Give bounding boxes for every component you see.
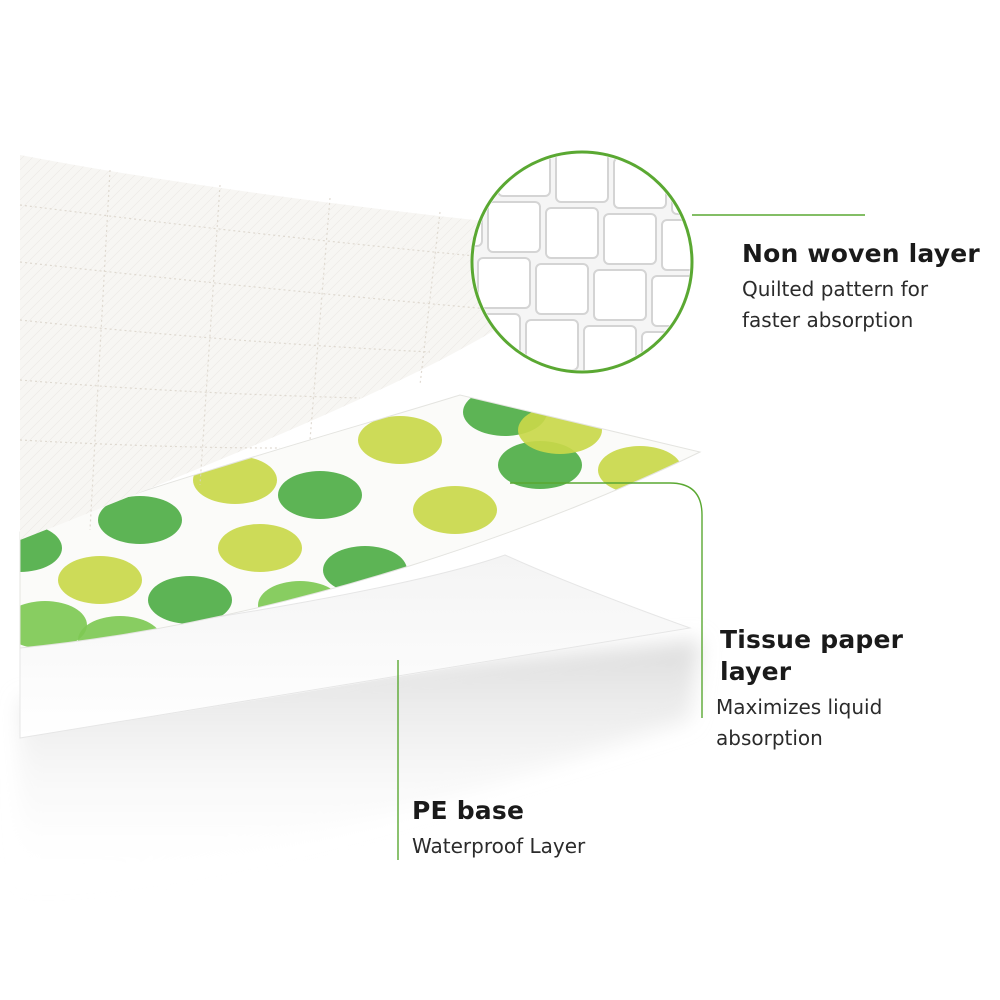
quilt-cell xyxy=(700,338,752,388)
quilt-cell xyxy=(477,257,531,309)
tissue-desc-line2: absorption xyxy=(716,726,823,750)
quilt-cell xyxy=(555,154,609,203)
tissue-title-line1: Tissue paper xyxy=(720,625,904,654)
polka-dot xyxy=(358,416,442,464)
polka-dot xyxy=(98,496,182,544)
quilt-cell xyxy=(474,154,493,191)
quilt-cell xyxy=(545,207,599,259)
pe-label: PE base Waterproof Layer xyxy=(412,795,712,862)
tissue-leader-line xyxy=(510,482,703,718)
nonwoven-title: Non woven layer xyxy=(742,239,980,268)
quilt-cell xyxy=(641,331,690,370)
polka-dot xyxy=(218,524,302,572)
quilt-cell xyxy=(535,263,589,315)
polka-dot xyxy=(413,486,497,534)
polka-dot xyxy=(148,576,232,624)
tissue-label: Tissue paper layer Maximizes liquid abso… xyxy=(716,624,966,754)
polka-dot xyxy=(518,406,602,454)
tissue-description: Maximizes liquid absorption xyxy=(716,692,966,754)
polka-dot xyxy=(598,446,682,494)
pe-title: PE base xyxy=(412,796,525,825)
quilt-cell xyxy=(497,154,551,197)
quilt-cell xyxy=(525,319,579,370)
nonwoven-desc-line2: faster absorption xyxy=(742,308,914,332)
tissue-paper-sheet xyxy=(19,394,702,649)
quilt-cell xyxy=(632,388,684,438)
nonwoven-desc-line1: Quilted pattern for xyxy=(742,277,929,301)
quilt-cell xyxy=(593,269,647,321)
tissue-desc-line1: Maximizes liquid xyxy=(716,695,883,719)
polka-dot xyxy=(278,471,362,519)
nonwoven-description: Quilted pattern for faster absorption xyxy=(742,274,992,336)
quilt-cell xyxy=(603,213,657,265)
tissue-title: Tissue paper layer xyxy=(716,624,966,688)
tissue-title-line2: layer xyxy=(720,657,792,686)
quilt-cell xyxy=(690,394,742,444)
polka-dot xyxy=(20,601,87,648)
polka-dot xyxy=(20,524,62,572)
quilt-cell xyxy=(487,201,541,253)
quilt-cell xyxy=(671,163,690,215)
pe-description: Waterproof Layer xyxy=(412,834,586,858)
nonwoven-label: Non woven layer Quilted pattern for fast… xyxy=(742,238,992,336)
quilt-cell xyxy=(730,170,782,220)
polka-dot xyxy=(58,556,142,604)
nonwoven-sheet xyxy=(19,155,560,540)
